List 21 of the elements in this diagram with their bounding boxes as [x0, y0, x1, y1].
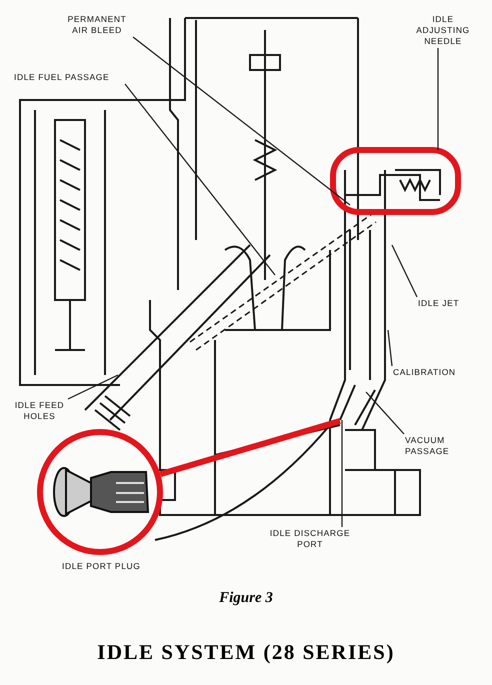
part-label: VACUUM PASSAGE: [405, 435, 460, 457]
leader-line: [341, 420, 343, 527]
magnified-inset: [36, 428, 164, 556]
part-label: IDLE FEED HOLES: [12, 400, 67, 422]
part-label: IDLE DISCHARGE PORT: [265, 528, 355, 550]
connector-line: [160, 418, 341, 477]
figure-caption: Figure 3: [219, 590, 273, 607]
part-label: IDLE JET: [418, 298, 468, 309]
part-label: IDLE ADJUSTING NEEDLE: [408, 14, 478, 47]
leader-line: [132, 36, 350, 206]
leader-line: [124, 84, 276, 276]
leader-line: [391, 244, 418, 298]
part-label: IDLE PORT PLUG: [62, 561, 140, 572]
part-label: IDLE FUEL PASSAGE: [14, 72, 124, 83]
leader-line: [387, 330, 393, 366]
leader-line: [68, 374, 118, 400]
figure-title: IDLE SYSTEM (28 SERIES): [97, 640, 395, 665]
part-label: PERMANENT AIR BLEED: [62, 14, 132, 36]
part-label: CALIBRATION: [393, 367, 468, 378]
leader-line: [366, 392, 404, 434]
leader-line: [437, 48, 439, 150]
